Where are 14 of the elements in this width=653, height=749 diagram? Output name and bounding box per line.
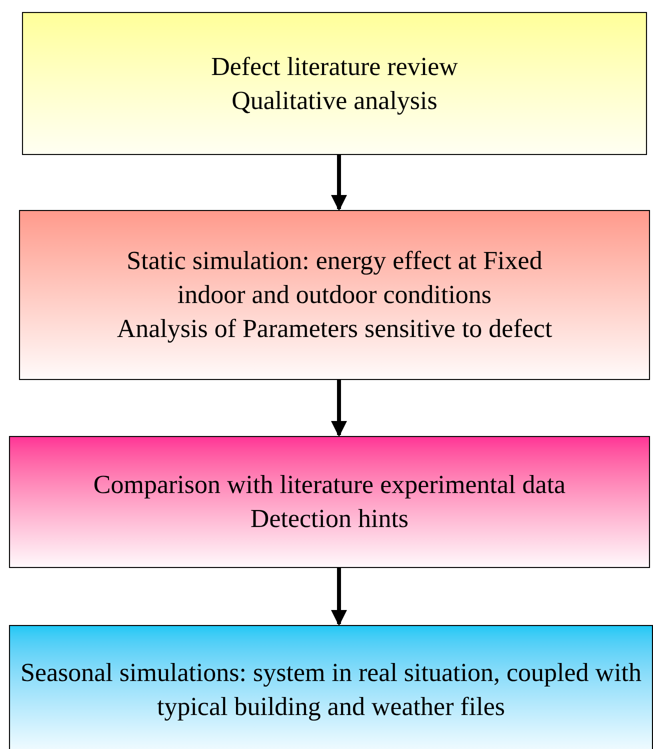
arrow <box>331 568 347 626</box>
arrow <box>331 155 347 211</box>
box-text: Analysis of Parameters sensitive to defect <box>116 313 552 345</box>
box-text: Static simulation: energy effect at Fixed indoor and outdoor conditions <box>126 245 544 311</box>
process-box <box>9 436 650 568</box>
box-text: Comparison with literature experimental data <box>93 469 566 501</box>
box-text: Detection hints <box>250 503 409 535</box>
box-text: Defect literature review <box>211 50 458 82</box>
process-box <box>22 12 647 155</box>
process-box <box>9 625 653 749</box>
box-text: Qualitative analysis <box>232 84 438 117</box>
process-box <box>19 210 650 380</box>
arrow <box>331 380 347 437</box>
box-text: Seasonal simulations: system in real situation, coupled with typical building and weather files <box>19 657 643 723</box>
